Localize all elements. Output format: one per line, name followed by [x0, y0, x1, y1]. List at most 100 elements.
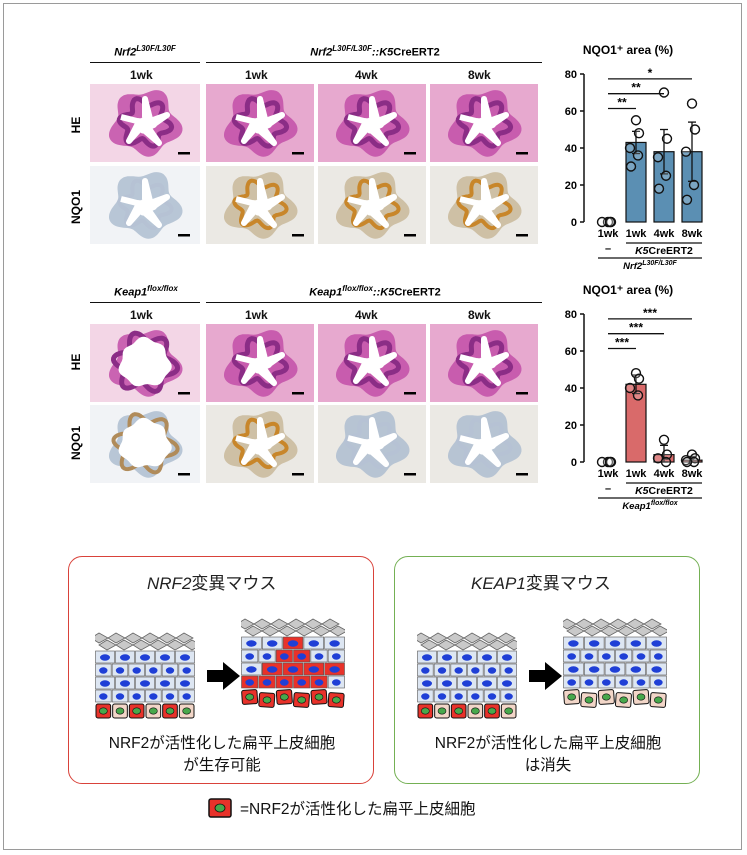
data-point [630, 367, 642, 379]
nucleus [149, 693, 158, 700]
nucleus [99, 667, 108, 674]
box-caption: NRF2が活性化した扁平上皮細胞は消失 [434, 735, 662, 774]
nucleus [454, 693, 463, 700]
nucleus [442, 680, 452, 687]
he-stain-image [90, 84, 200, 162]
group-underline [90, 302, 200, 303]
basal-nucleus [619, 696, 628, 704]
nucleus [602, 679, 611, 686]
nucleus [246, 666, 257, 673]
basal-nucleus [115, 707, 125, 715]
nucleus [487, 693, 497, 700]
nucleus [115, 667, 125, 674]
y-tick-label: 40 [565, 143, 577, 155]
data-point [604, 216, 616, 228]
nucleus [619, 653, 628, 660]
nucleus [100, 654, 110, 661]
he-stain-image [318, 324, 426, 402]
nucleus [245, 679, 254, 686]
nucleus [329, 666, 340, 673]
nucleus [280, 679, 289, 686]
nucleus [437, 693, 447, 700]
significance-label: *** [643, 306, 657, 320]
nucleus [297, 653, 306, 660]
nucleus [165, 667, 175, 674]
basal-nucleus [280, 693, 289, 701]
he-stain-image [206, 324, 314, 402]
nucleus [636, 653, 646, 660]
nucleus [437, 667, 447, 674]
keap1-mutant-box: KEAP1変異マウス NRF2が活性化した扁平上皮細胞は消失 [394, 556, 700, 784]
nucleus [487, 667, 497, 674]
basal-nucleus [182, 707, 191, 715]
nucleus [149, 667, 158, 674]
nucleus [568, 666, 579, 673]
nqo1-stain-image [90, 405, 200, 483]
x-tick-label: 8wk [682, 468, 704, 480]
basal-nucleus [437, 707, 447, 715]
data-point [624, 382, 636, 394]
box-title: KEAP1変異マウス [471, 574, 611, 593]
nucleus [630, 640, 641, 647]
figure-frame [3, 3, 742, 850]
y-tick-label: 60 [565, 346, 577, 358]
nucleus [589, 666, 600, 673]
x-tick-label: 4wk [654, 468, 676, 480]
significance-label: *** [615, 335, 629, 349]
nucleus [140, 654, 150, 661]
basal-nucleus [654, 696, 663, 704]
row-label: HE [69, 116, 83, 134]
data-point [658, 87, 670, 98]
x-tick-label: 1wk [598, 228, 620, 240]
nucleus [99, 693, 108, 700]
nucleus [262, 679, 272, 686]
condition-label: – [605, 483, 611, 495]
nucleus [246, 640, 257, 647]
chart-title: NQO1⁺ area (%) [583, 43, 673, 57]
nucleus [100, 680, 110, 687]
nucleus [567, 653, 576, 660]
data-point [596, 456, 608, 468]
data-point [688, 179, 700, 191]
chart-title: NQO1⁺ area (%) [583, 283, 673, 297]
data-point [625, 161, 637, 172]
group-underline [90, 62, 200, 63]
nqo1-stain-image [318, 405, 426, 483]
he-stain-image [430, 324, 538, 402]
data-point [624, 142, 636, 154]
nucleus [502, 654, 512, 661]
nucleus [504, 667, 513, 674]
nucleus [182, 693, 191, 700]
squamous-cell [497, 632, 516, 644]
basal-nucleus [602, 693, 611, 701]
basal-nucleus [99, 707, 108, 715]
data-point [681, 456, 693, 468]
data-point [653, 183, 665, 194]
nucleus [422, 654, 432, 661]
nucleus [651, 666, 662, 673]
y-tick-label: 20 [565, 180, 577, 192]
nucleus [308, 666, 319, 673]
basal-nucleus [314, 693, 324, 701]
nucleus [287, 640, 299, 647]
data-point [632, 150, 644, 161]
y-tick-label: 60 [565, 106, 577, 118]
significance-label: ** [631, 81, 641, 95]
squamous-cell [505, 639, 517, 651]
data-point [661, 449, 673, 460]
legend-text: =NRF2が活性化した扁平上皮細胞 [240, 801, 476, 818]
genotype-label: Nrf2L30F/L30F [623, 260, 677, 272]
squamous-cell [329, 625, 345, 637]
squamous-cell [183, 639, 195, 651]
nucleus [180, 654, 190, 661]
tissue-before-diagram [95, 632, 195, 719]
squamous-cell [321, 618, 340, 630]
y-tick-label: 40 [565, 383, 577, 395]
nucleus [280, 653, 289, 660]
box-title: NRF2変異マウス [147, 574, 277, 593]
basal-nucleus [297, 696, 306, 704]
squamous-cell [175, 632, 194, 644]
nucleus [182, 667, 191, 674]
nucleus [120, 654, 130, 661]
